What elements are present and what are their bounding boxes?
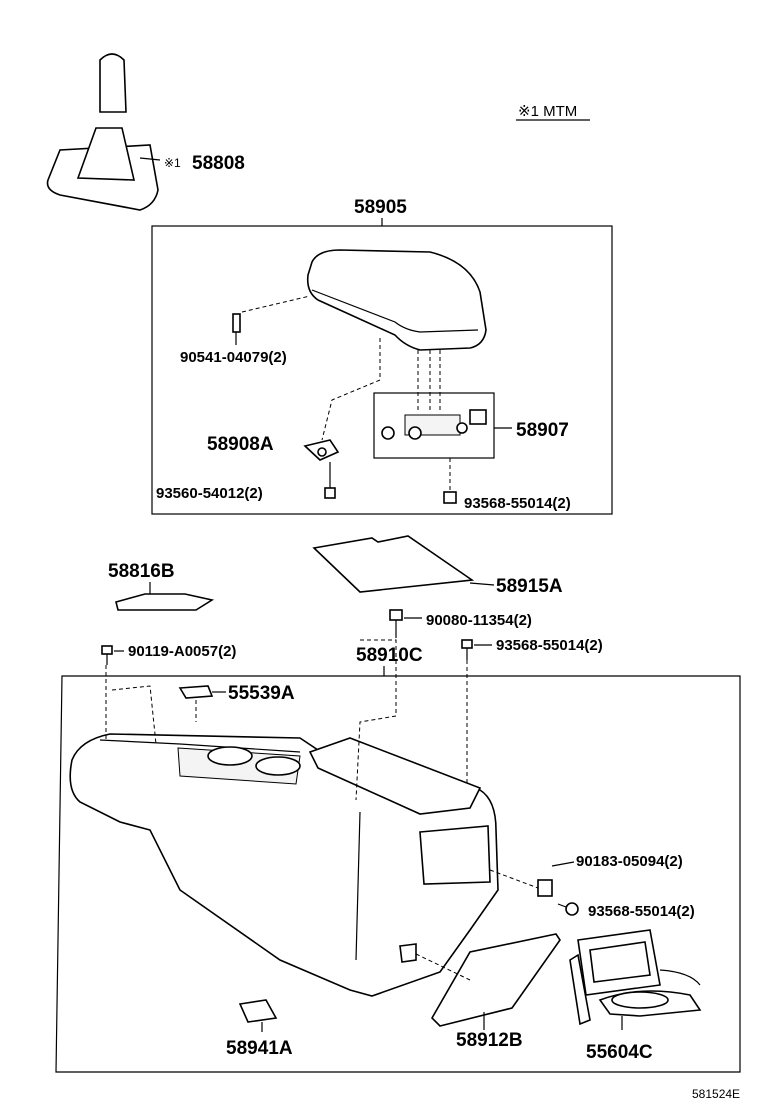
label-90541: 90541-04079(2) (180, 349, 287, 366)
label-93568-b: 93568-55014(2) (496, 637, 603, 654)
mat-58915A (312, 535, 475, 593)
label-93568-a: 93568-55014(2) (464, 495, 571, 512)
label-58905: 58905 (354, 197, 407, 218)
label-93560: 93560-54012(2) (156, 485, 263, 502)
mat-58816B (115, 593, 215, 611)
label-58907: 58907 (516, 420, 569, 441)
label-58808-mark: ※1 (164, 156, 181, 170)
label-90183: 90183-05094(2) (576, 853, 683, 870)
screw-93568-c (557, 902, 579, 916)
label-58912B: 58912B (456, 1030, 523, 1051)
latch-58908A (303, 439, 340, 461)
pin-90541 (232, 313, 241, 345)
label-58908A: 58908A (207, 434, 274, 455)
label-58910C: 58910C (356, 645, 423, 666)
hinge-58907 (381, 409, 487, 440)
label-93568-c: 93568-55014(2) (588, 903, 695, 920)
screw-93568-b (461, 639, 473, 660)
group-box-58910C (55, 675, 741, 1073)
shift-boot-58808 (46, 53, 161, 211)
screw-90119 (101, 645, 113, 665)
screw-93568-a (443, 458, 457, 504)
plate-58941A (238, 999, 278, 1023)
label-90080: 90080-11354(2) (426, 612, 532, 629)
label-58816B: 58816B (108, 561, 175, 582)
label-55539A: 55539A (228, 683, 295, 704)
clip-90183 (537, 879, 553, 897)
label-58915A: 58915A (496, 576, 563, 597)
label-58941A: 58941A (226, 1038, 293, 1059)
note-mtm: ※1 MTM (518, 103, 577, 120)
label-55604C: 55604C (586, 1042, 653, 1063)
cup-holder-55604C (569, 929, 702, 1026)
console-body (69, 733, 499, 997)
panel-58912B (431, 933, 561, 1027)
label-90119: 90119-A0057(2) (128, 643, 236, 660)
screw-93560 (324, 462, 336, 499)
figure-id: 581524E (692, 1087, 740, 1101)
screw-90080 (389, 609, 403, 638)
group-box-58905 (151, 225, 613, 515)
label-58808: 58808 (192, 153, 245, 174)
subgroup-box-58907 (373, 392, 495, 459)
armrest-lid (306, 249, 487, 351)
cover-55539A (178, 685, 214, 699)
